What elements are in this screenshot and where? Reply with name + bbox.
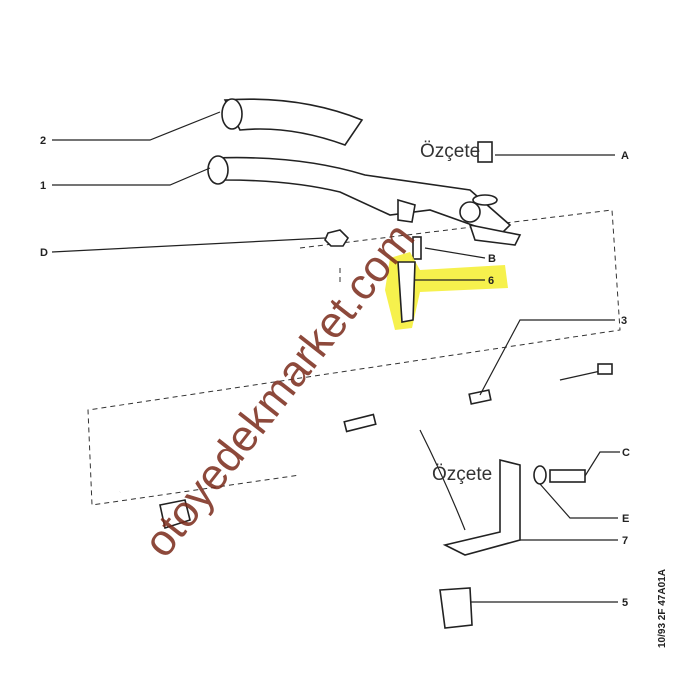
watermark: otoyedekmarket.com <box>134 214 424 566</box>
clip-left <box>159 499 191 530</box>
callout-7: 7 <box>622 535 628 547</box>
handle-grip-2 <box>221 98 364 146</box>
callout-c: C <box>622 447 630 459</box>
bolt-a <box>472 141 498 206</box>
bolt-b <box>412 236 422 260</box>
drawing-code: 10/93 2F 47A01A <box>657 569 668 648</box>
bracket-small <box>397 198 416 223</box>
callout-e: E <box>622 513 629 525</box>
handle-lever-1 <box>207 155 522 246</box>
callout-2: 2 <box>40 135 46 147</box>
washer-e <box>533 465 547 485</box>
clevis-6 <box>397 261 416 323</box>
callout-3: 3 <box>621 315 627 327</box>
overlay-text-top: Özçete <box>420 141 480 162</box>
callout-a: A <box>621 150 629 162</box>
bolt-c <box>549 469 586 483</box>
callout-5: 5 <box>622 597 628 609</box>
bracket-7 <box>442 458 521 556</box>
callout-6: 6 <box>488 275 494 287</box>
direction-arrow <box>419 429 466 531</box>
callout-b: B <box>488 253 496 265</box>
callout-d: D <box>40 247 48 259</box>
highlight-part-6 <box>385 252 508 330</box>
assembly-boundary <box>87 209 621 506</box>
clip-5 <box>439 587 473 629</box>
callout-1: 1 <box>40 180 46 192</box>
overlay-text-bottom: Özçete <box>432 464 492 485</box>
leader-lines <box>51 111 620 603</box>
cable-3 <box>119 363 613 494</box>
nut-d <box>324 229 350 247</box>
